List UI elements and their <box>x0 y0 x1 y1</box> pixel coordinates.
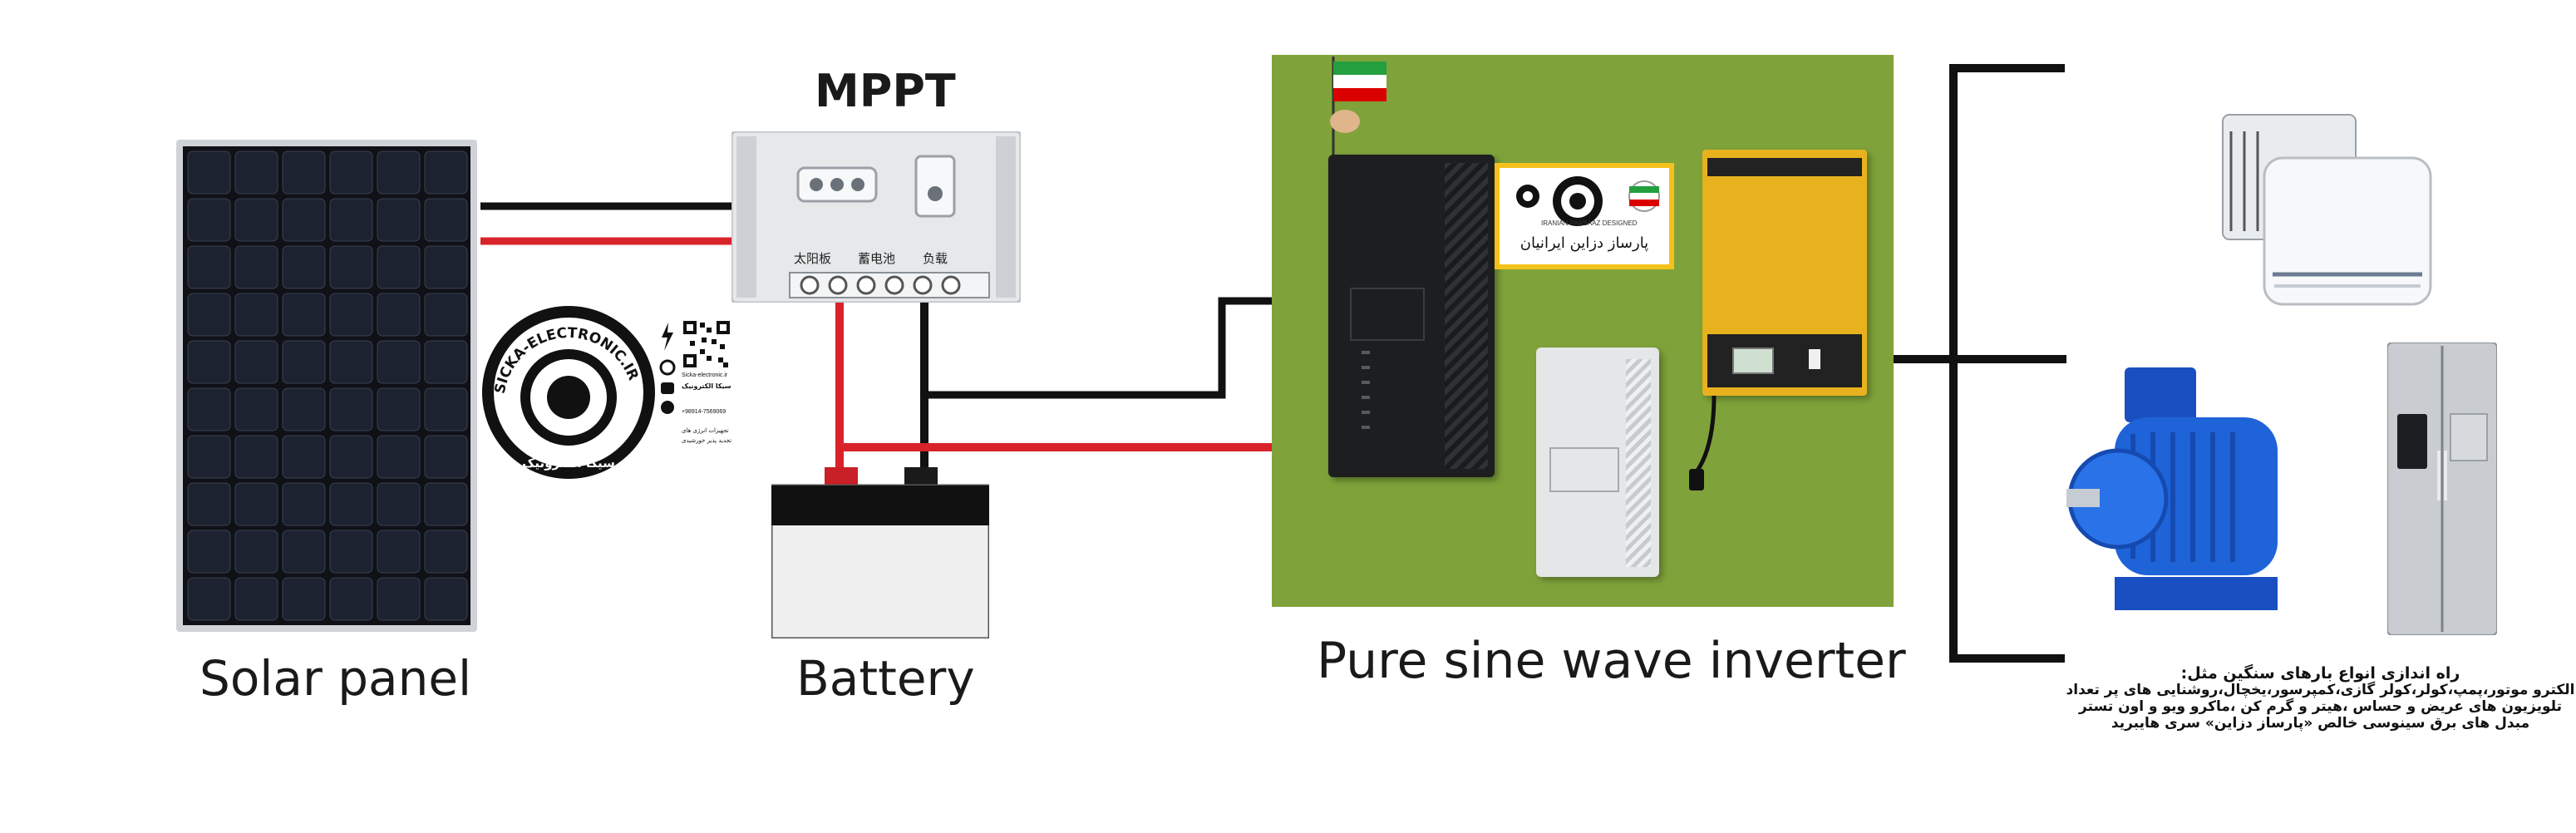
inverter-label: Pure sine wave inverter <box>1317 632 1906 690</box>
qr-contact-block: Sicka-electronic.ir سیکا الکترونیک +9891… <box>657 319 748 462</box>
electric-motor <box>2066 359 2291 622</box>
electric-motor-icon <box>2066 367 2278 610</box>
loads-caption: راه اندازی انواع بارهای سنگین مثل: الکتر… <box>2065 665 2576 732</box>
battery-label: Battery <box>796 650 975 707</box>
refrigerator <box>2387 343 2497 635</box>
seal-note-1: تجهیزات انرژی های <box>682 427 729 434</box>
wire-inverter-black <box>924 297 1272 399</box>
brand-name: پارساز دزاین ایرانیان <box>1519 234 1649 252</box>
brand-card: IRANIAN PARSAAZ DESIGNED پارساز دزاین ای… <box>1495 163 1674 269</box>
battery-icon <box>771 467 989 638</box>
seal-website: Sicka-electronic.ir <box>682 372 728 378</box>
refrigerator-icon <box>2387 343 2497 635</box>
top-bar <box>1707 158 1862 176</box>
solar-panel-icon <box>176 140 477 632</box>
brand-tag: IRANIAN PARSAAZ DESIGNED <box>1541 219 1638 227</box>
flag-icon <box>1330 57 1387 165</box>
status-leds <box>1362 351 1370 434</box>
mppt-controller <box>731 131 1021 303</box>
air-conditioner-icon <box>2222 114 2432 306</box>
caption-line-4: مبدل های برق سینوسی خالص «پارساز دزاین» … <box>2111 715 2530 732</box>
inverter-photo: IRANIAN PARSAAZ DESIGNED پارساز دزاین ای… <box>1272 55 1894 607</box>
lcd-display <box>1732 347 1774 374</box>
mppt-label: MPPT <box>815 65 956 117</box>
yellow-inverter-unit <box>1702 150 1867 396</box>
front-panel <box>1350 288 1425 341</box>
front-panel <box>1549 447 1619 492</box>
caption-line-1: راه اندازی انواع بارهای سنگین مثل: <box>2180 664 2460 683</box>
bottom-panel <box>1707 334 1862 387</box>
seal-logo-icon: SICKA-ELECTRONIC.IR سیکا الکترونیک <box>482 306 655 479</box>
power-switch <box>1809 349 1820 369</box>
gear-logo-icon <box>1516 176 1660 226</box>
seal-phone: +98914-7569069 <box>682 409 727 415</box>
charge-controller-icon <box>731 131 1021 303</box>
qr-code-icon <box>682 319 731 369</box>
seal-note-2: تجدید پذیر خورشیدی <box>682 437 732 444</box>
power-cord-icon <box>1689 396 1717 490</box>
seal-name: سیکا الکترونیک <box>682 382 731 390</box>
contact-icons <box>659 323 676 414</box>
black-inverter-unit <box>1328 155 1495 477</box>
vent-grille <box>1626 359 1651 567</box>
solar-panel-label: Solar panel <box>199 650 472 707</box>
svg-text:سیکا الکترونیک: سیکا الکترونیک <box>522 456 615 471</box>
silver-inverter-unit <box>1536 347 1659 577</box>
solar-panel <box>176 140 477 632</box>
caption-line-2: الکترو موتور،پمپ،کولر،کولر گازی،کمپرسور،… <box>2066 682 2575 698</box>
vent-grille <box>1445 163 1488 469</box>
terminal-label-battery: 蓄电池 <box>858 251 896 266</box>
terminal-label-solar: 太阳板 <box>794 251 832 266</box>
caption-line-3: تلویزیون های عریض و حساس ،هیتر و گرم کن … <box>2079 698 2562 715</box>
sicka-seal: SICKA-ELECTRONIC.IR سیکا الکترونیک <box>480 304 657 481</box>
brand-card-inner: IRANIAN PARSAAZ DESIGNED پارساز دزاین ای… <box>1500 168 1669 264</box>
battery <box>771 467 989 638</box>
air-conditioner <box>2214 98 2436 318</box>
terminal-label-load: 负载 <box>923 251 948 266</box>
